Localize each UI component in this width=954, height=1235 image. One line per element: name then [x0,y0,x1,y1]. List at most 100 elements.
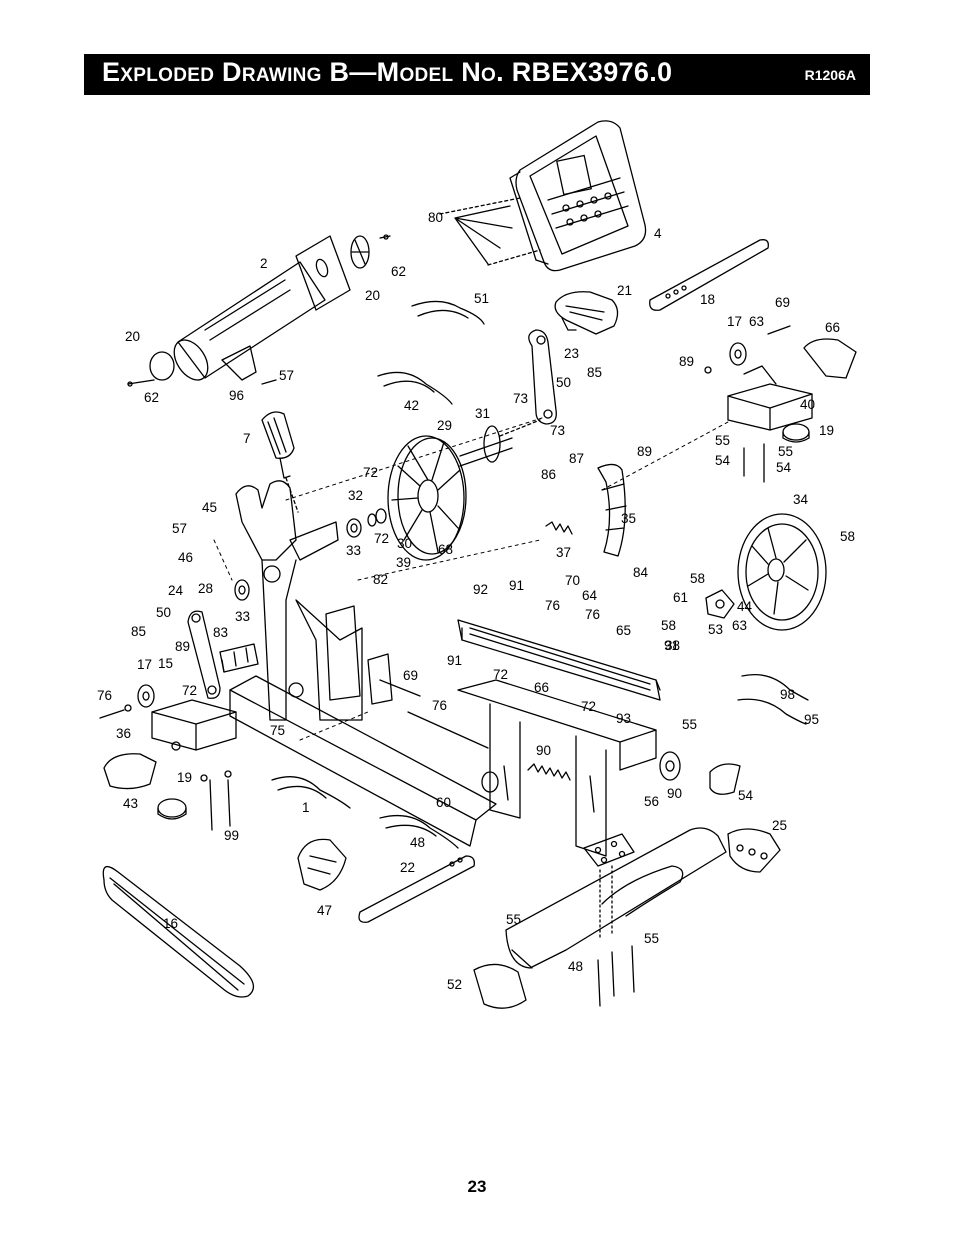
callout-label: 72 [182,683,197,698]
bolts-54-left [200,770,232,831]
end-cap-48-bottom [473,963,527,1009]
callout-label: 47 [317,903,332,918]
callout-label: 19 [819,423,834,438]
callout-label: 91 [664,638,679,653]
callout-label: 52 [447,977,462,992]
callout-label: 69 [403,668,418,683]
rear-frame-1 [457,679,657,857]
callout-label: 50 [156,605,171,620]
callout-label: 80 [428,210,443,225]
strap-25 [358,855,475,923]
callout-label: 89 [637,444,652,459]
callout-label: 76 [97,688,112,703]
callout-label: 70 [565,573,580,588]
bearing-33-left [234,579,250,601]
callout-label: 16 [163,916,178,931]
callout-label: 57 [172,521,187,536]
callout-label: 63 [732,618,747,633]
screws-80 [439,197,541,266]
callout-label: 40 [800,397,815,412]
idler-60 [659,751,681,781]
callout-label: 91 [509,578,524,593]
callout-label: 62 [391,264,406,279]
callout-label: 36 [116,726,131,741]
callout-label: 20 [125,329,140,344]
callout-label: 54 [776,460,792,475]
bracket-53 [705,589,735,619]
foot-19-left [157,798,187,820]
callout-label: 38 [665,638,680,653]
callout-label: 76 [432,698,447,713]
callout-label: 51 [474,291,489,306]
frame-upright [229,480,497,847]
callout-label: 45 [202,500,217,515]
wheel-34 [737,513,827,631]
pedal-22 [297,838,347,891]
bearing-33-right [346,508,387,538]
pedal-housing-40 [727,365,813,431]
stabilizer-16 [505,827,727,969]
callout-label: 98 [780,687,795,702]
spring-37 [545,521,573,535]
end-cap-48-top [727,828,781,873]
callout-label: 2 [260,256,268,271]
callout-label: 83 [213,625,228,640]
callout-label: 82 [373,572,388,587]
end-cap-66-left [103,753,157,790]
bolts-54-right [743,443,765,483]
callout-label: 57 [279,368,294,383]
callout-label: 66 [534,680,549,695]
callout-label: 84 [633,565,649,580]
callout-label: 87 [569,451,584,466]
callout-label: 46 [178,550,193,565]
callout-label: 28 [198,581,213,596]
callout-label: 72 [374,531,389,546]
end-cap-20-left [127,351,175,387]
callout-label: 69 [775,295,790,310]
callout-label: 64 [582,588,598,603]
callout-label: 93 [616,711,631,726]
wire-99 [379,814,459,849]
brake-35 [597,463,627,557]
drawing-code: R1206A [804,67,856,83]
callout-label: 30 [397,536,412,551]
callout-label: 90 [667,786,682,801]
crank-arm-24 [187,610,221,699]
foot-19-right [782,423,810,443]
spring-75 [527,763,571,781]
bracket-96 [221,345,277,385]
callout-label: 53 [708,622,723,637]
callout-label: 37 [556,545,571,560]
callout-label: 18 [700,292,715,307]
crank-arm-23 [528,329,557,425]
callout-label: 25 [772,818,787,833]
callout-label: 43 [123,796,138,811]
callout-label: 76 [585,607,600,622]
callout-label: 44 [737,599,753,614]
handle-7 [261,411,299,513]
wire-98 [737,698,807,725]
callout-label: 54 [715,453,731,468]
callout-label: 68 [438,542,453,557]
bolts-52 [597,865,635,1007]
callout-label: 89 [679,354,694,369]
callout-label: 7 [243,431,251,446]
page-title: Exploded Drawing B—Model No. RBEX3976.0 [102,57,673,87]
end-cap-20-top [350,234,391,269]
bearing-17-right [704,325,791,374]
callout-label: 72 [493,667,508,682]
callout-label: 33 [346,543,361,558]
callout-label: 85 [587,365,602,380]
page-number: 23 [467,1177,487,1196]
bracket-38 [367,653,421,705]
rail-92 [457,619,661,701]
callout-label: 4 [654,226,662,241]
seat-tube-part [173,235,351,381]
callout-label: 65 [616,623,631,638]
flywheel-29 [387,435,467,561]
callout-label: 23 [564,346,579,361]
callout-label: 15 [158,656,173,671]
pedal-housing-15 [151,699,237,751]
callout-label: 22 [400,860,415,875]
callout-label: 72 [363,465,378,480]
